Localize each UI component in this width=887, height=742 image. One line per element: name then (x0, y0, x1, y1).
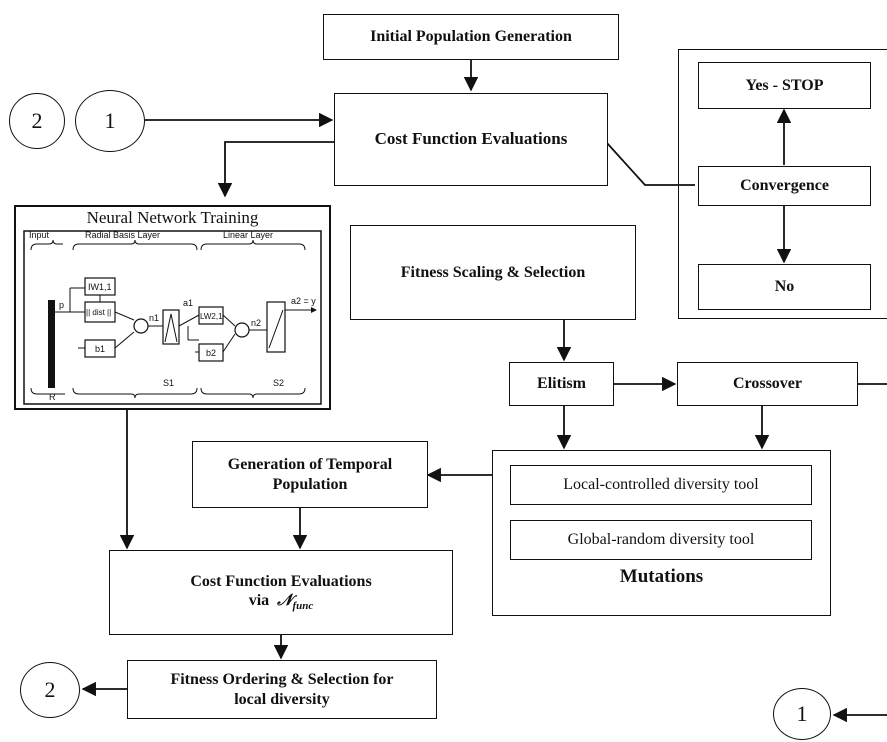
convergence-panel (678, 49, 887, 319)
cost-eval-bottom-via: via 𝒩func (248, 591, 314, 613)
mutations-label: Mutations (619, 566, 704, 587)
no-box: No (698, 264, 871, 310)
nn-section-linear: Linear Layer (223, 230, 273, 240)
cost-eval-bottom-title: Cost Function Evaluations (190, 572, 372, 590)
neural-network-title: Neural Network Training (86, 208, 259, 227)
nn-section-input: Input (29, 230, 50, 240)
connector-2-bottom: 2 (20, 662, 80, 718)
nn-block-b1: b1 (95, 344, 105, 354)
nn-dim-r: R (49, 392, 56, 402)
local-diversity-box: Local-controlled diversity tool (510, 465, 812, 505)
cost-eval-top-box: Cost Function Evaluations (334, 93, 608, 186)
connector-1-bottom: 1 (773, 688, 831, 740)
mutations-panel: Local-controlled diversity tool Global-r… (492, 450, 831, 616)
connector-2-left: 2 (9, 93, 65, 149)
nn-signal-p: p (59, 300, 64, 310)
nn-dim-s2: S2 (273, 378, 284, 388)
rbf-network-diagram: Input Radial Basis Layer Linear Layer IW… (23, 230, 322, 405)
nn-dim-s1: S1 (163, 378, 174, 388)
convergence-box: Convergence (698, 166, 871, 206)
nn-section-radial: Radial Basis Layer (85, 230, 160, 240)
initial-population-box: Initial Population Generation (323, 14, 619, 60)
nn-signal-a1: a1 (183, 298, 193, 308)
connector-1-left: 1 (75, 90, 145, 152)
crossover-box: Crossover (677, 362, 858, 406)
nn-block-lw: LW2,1 (200, 312, 223, 321)
nn-signal-n1: n1 (149, 313, 159, 323)
arrow-cost-to-nn (217, 141, 334, 198)
yes-stop-box: Yes - STOP (698, 62, 871, 109)
nn-signal-a2: a2 = y (291, 296, 316, 306)
cost-eval-bottom-box: Cost Function Evaluations via 𝒩func (109, 550, 453, 635)
nn-block-iw: IW1,1 (88, 282, 112, 292)
elitism-box: Elitism (509, 362, 614, 406)
neural-network-panel: Neural Network Training (14, 205, 331, 410)
nn-block-dist: || dist || (86, 308, 111, 317)
nn-func-symbol: 𝒩func (277, 591, 314, 613)
nn-block-b2: b2 (206, 348, 216, 358)
fitness-ordering-box: Fitness Ordering & Selection for local d… (127, 660, 437, 719)
generation-temporal-box: Generation of Temporal Population (192, 441, 428, 508)
global-diversity-box: Global-random diversity tool (510, 520, 812, 560)
nn-signal-n2: n2 (251, 318, 261, 328)
fitness-scaling-box: Fitness Scaling & Selection (350, 225, 636, 320)
